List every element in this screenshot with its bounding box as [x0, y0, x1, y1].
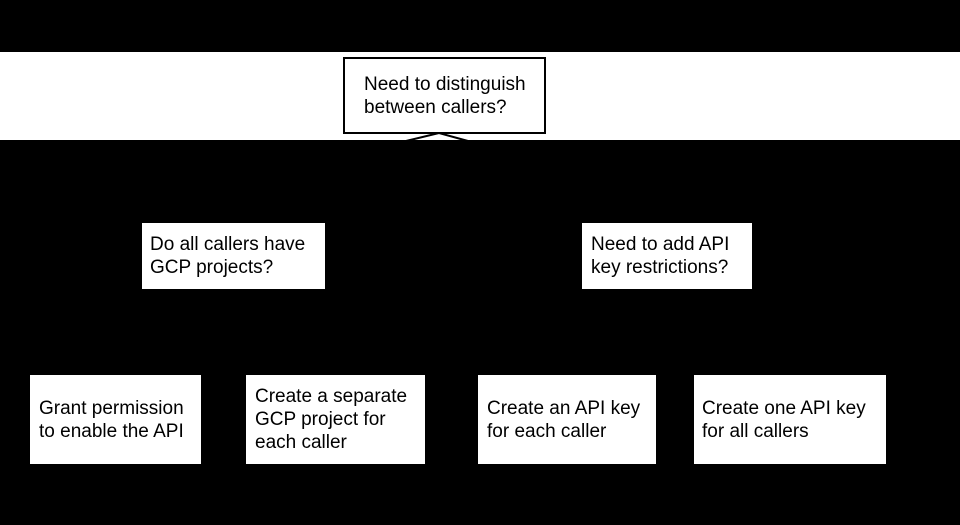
- decision-node-distinguish-callers: Need to distinguish between callers?: [343, 57, 546, 134]
- decision-node-api-key-restrictions: Need to add API key restrictions?: [582, 223, 752, 289]
- decision-node-label: Need to add API key restrictions?: [591, 234, 730, 278]
- decision-node-label: Need to distinguish between callers?: [364, 73, 526, 118]
- decision-node-gcp-projects: Do all callers have GCP projects?: [142, 223, 325, 289]
- action-node-separate-gcp-project: Create a separate GCP project for each c…: [246, 375, 425, 464]
- action-node-label: Create a separate GCP project for each c…: [255, 386, 408, 453]
- action-node-label: Create one API key for all callers: [702, 397, 866, 442]
- action-node-api-key-per-caller: Create an API key for each caller: [478, 375, 656, 464]
- branch-split-caret-icon: [405, 131, 469, 142]
- action-node-grant-permission: Grant permission to enable the API: [30, 375, 201, 464]
- decision-node-label: Do all callers have GCP projects?: [150, 234, 306, 278]
- action-node-label: Create an API key for each caller: [487, 397, 641, 442]
- action-node-one-api-key: Create one API key for all callers: [694, 375, 886, 464]
- action-node-label: Grant permission to enable the API: [39, 397, 184, 442]
